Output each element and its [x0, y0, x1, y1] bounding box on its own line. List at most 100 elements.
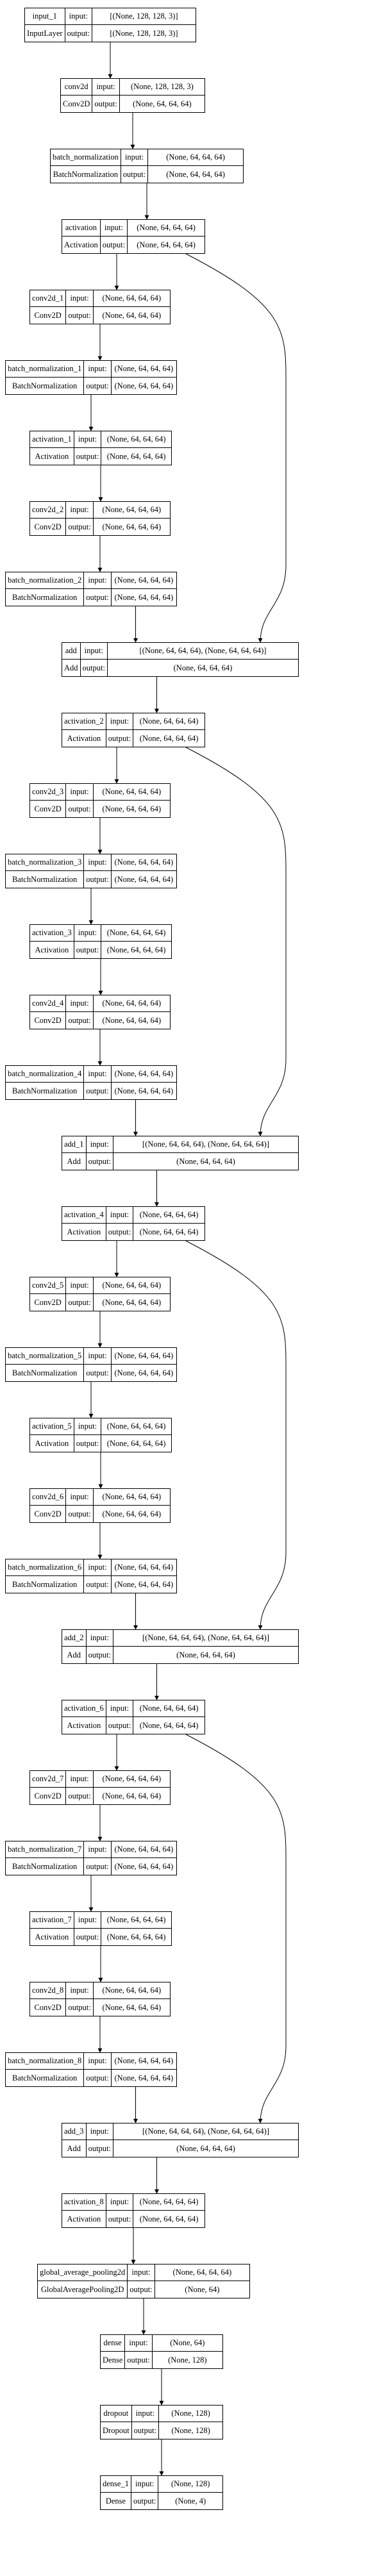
layer-type: Activation [62, 237, 101, 253]
output-label: output: [66, 307, 94, 324]
layer-type: Add [62, 2140, 87, 2157]
layer-type: BatchNormalization [6, 1083, 85, 1099]
input-shape: (None, 64, 64, 64) [101, 925, 171, 942]
input-shape: (None, 64, 64, 64) [93, 1771, 170, 1788]
output-label: output: [87, 1153, 113, 1170]
input-label: input: [84, 1066, 112, 1083]
output-shape: (None, 64, 64, 64) [102, 522, 162, 531]
input-shape: (None, 64, 64, 64) [111, 1348, 176, 1365]
input-label: input: [74, 1418, 102, 1435]
layer-name: activation_8 [62, 2194, 106, 2211]
layer-type: Add [62, 1153, 87, 1170]
output-label: output: [84, 2070, 112, 2086]
layer-name: global_average_pooling2d [38, 2264, 128, 2281]
layer-type: Conv2D [61, 96, 93, 112]
input-label: input: [74, 1912, 102, 1929]
output-label: output: [106, 1224, 134, 1240]
input-label: input: [66, 290, 94, 307]
layer-name: activation_4 [62, 1207, 106, 1224]
input-label: input: [121, 149, 149, 166]
input-label: input: [131, 2476, 159, 2493]
layer-name: batch_normalization_7 [6, 1841, 85, 1858]
layer-type: Activation [62, 2211, 106, 2227]
layer-name: activation_1 [30, 431, 74, 448]
input-label: input: [100, 220, 128, 237]
input-label: input: [128, 2264, 155, 2281]
output-shape: (None, 64) [185, 2284, 220, 2294]
output-shape: (None, 64, 64, 64) [102, 1015, 162, 1025]
layer-type: Activation [62, 730, 106, 747]
layer-name: conv2d_7 [30, 1771, 67, 1788]
output-shape: (None, 64, 64, 64) [176, 2143, 235, 2153]
input-shape: (None, 64, 64, 64) [111, 2053, 176, 2070]
output-label: output: [87, 2140, 113, 2157]
output-label: output: [84, 589, 112, 606]
input-shape: (None, 64, 64, 64) [111, 1559, 176, 1576]
input-shape: (None, 64, 64, 64) [111, 361, 176, 378]
layer-type: Conv2D [30, 1506, 67, 1522]
output-shape: (None, 64, 64, 64) [106, 945, 166, 954]
output-shape: (None, 64, 64, 64) [137, 240, 196, 249]
input-shape: (None, 64, 64, 64) [101, 1912, 171, 1929]
layer-type: Conv2D [30, 519, 67, 535]
output-shape: (None, 64, 64, 64) [114, 1086, 174, 1095]
input-shape: (None, 64, 64, 64) [101, 431, 171, 448]
output-label: output: [125, 2352, 153, 2368]
input-label: input: [84, 2053, 112, 2070]
input-label: input: [66, 502, 94, 519]
layer-type: BatchNormalization [6, 1576, 85, 1593]
output-shape: (None, 64, 64, 64) [176, 1650, 235, 1659]
output-label: output: [132, 2422, 160, 2439]
layer-name: activation [62, 220, 101, 237]
output-shape: (None, 128) [171, 2425, 210, 2435]
output-shape: (None, 64, 64, 64) [102, 804, 162, 813]
input-label: input: [66, 995, 94, 1012]
input-shape: (None, 64, 64, 64) [111, 1841, 176, 1858]
layer-name: batch_normalization_1 [6, 361, 85, 378]
output-label: output: [74, 448, 102, 465]
layer-type: BatchNormalization [6, 871, 85, 888]
layer-type: BatchNormalization [51, 166, 121, 183]
layer-type: Conv2D [30, 1999, 67, 2016]
input-shape: (None, 64, 64, 64) [148, 149, 243, 166]
output-label: output: [84, 1576, 112, 1593]
layer-type: Activation [30, 942, 74, 958]
input-shape: (None, 64, 64, 64) [93, 1982, 170, 1999]
layer-name: batch_normalization_2 [6, 572, 85, 589]
layer-name: conv2d_2 [30, 502, 67, 519]
output-shape: (None, 64, 64, 64) [114, 1368, 174, 1377]
edge-activation-4-to-add-2 [185, 1240, 287, 1630]
input-label: input: [125, 2335, 153, 2352]
input-label: input: [84, 361, 112, 378]
output-shape: (None, 64, 64, 64) [114, 874, 174, 884]
input-shape: (None, 64, 64, 64) [128, 220, 205, 237]
input-shape: (None, 64, 64, 64) [93, 995, 170, 1012]
output-label: output: [128, 2281, 155, 2298]
edge-activation-6-to-add-3 [185, 1734, 287, 2123]
input-shape: (None, 64, 64, 64) [93, 1489, 170, 1506]
output-label: output: [106, 730, 134, 747]
input-label: input: [92, 79, 120, 96]
layer-type: Dropout [101, 2422, 132, 2439]
layer-type: Activation [62, 1224, 106, 1240]
output-shape: (None, 4) [175, 2496, 206, 2505]
output-label: output: [65, 25, 92, 42]
layer-type: BatchNormalization [6, 589, 85, 606]
output-label: output: [74, 1435, 102, 1452]
output-label: output: [106, 2211, 134, 2227]
